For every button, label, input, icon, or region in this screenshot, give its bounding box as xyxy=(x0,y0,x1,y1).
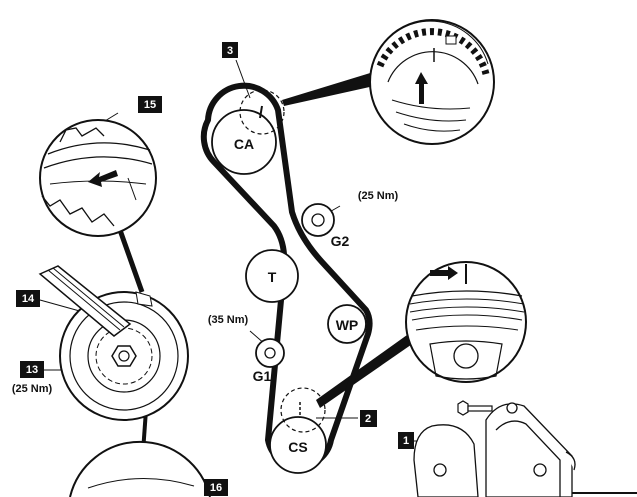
crank-mark-detail xyxy=(405,261,527,383)
tensioner-assembly xyxy=(59,291,189,421)
lower-idler-label: G1 xyxy=(253,368,272,384)
water-pump-pulley: WP xyxy=(327,304,367,344)
cam-mark-circle xyxy=(239,89,285,135)
water-pump-pulley-label: WP xyxy=(336,317,359,333)
right-arrow-icon xyxy=(430,266,458,280)
upper-idler-label: G2 xyxy=(331,233,350,249)
crankshaft-pulley: CS xyxy=(269,416,327,474)
cam-mark-detail xyxy=(369,19,495,145)
cam-timing-mark xyxy=(259,105,263,119)
camshaft-pulley-label: CA xyxy=(234,136,254,152)
lower-idler-torque: (35 Nm) xyxy=(208,314,249,326)
detail-16-circle xyxy=(69,440,211,497)
upper-idler-torque: (25 Nm) xyxy=(358,190,399,202)
callout-1: 1 xyxy=(398,432,414,449)
up-arrow-icon xyxy=(415,72,428,104)
upper-idler-pulley xyxy=(301,203,335,237)
svg-text:13: 13 xyxy=(26,364,38,376)
callout-14: 14 xyxy=(16,290,40,307)
crank-mark-circle xyxy=(280,387,326,433)
tensioner-pointer-detail xyxy=(39,119,157,237)
svg-text:1: 1 xyxy=(403,435,409,447)
callout-2: 2 xyxy=(360,410,377,427)
timing-belt xyxy=(200,82,373,470)
lower-idler-pulley xyxy=(255,338,285,368)
callout-3: 3 xyxy=(222,42,238,58)
svg-text:14: 14 xyxy=(22,293,35,305)
svg-text:2: 2 xyxy=(365,413,371,425)
svg-text:3: 3 xyxy=(227,45,233,57)
timing-cover xyxy=(413,402,637,497)
tensioner-pulley-label: T xyxy=(268,269,277,285)
camshaft-pulley: CA xyxy=(211,109,277,175)
callout-16: 16 xyxy=(204,479,228,496)
callout-13: 13 xyxy=(20,361,44,378)
tensioner-pulley: T xyxy=(245,249,299,303)
svg-text:15: 15 xyxy=(144,99,156,111)
cover-bolt xyxy=(457,400,493,416)
adjustment-tool xyxy=(38,265,132,337)
crankshaft-pulley-label: CS xyxy=(288,439,307,455)
callout-15: 15 xyxy=(138,96,162,113)
pointer-arrow-icon xyxy=(88,170,118,187)
svg-text:16: 16 xyxy=(210,482,222,494)
tensioner-bolt-torque: (25 Nm) xyxy=(12,383,53,395)
